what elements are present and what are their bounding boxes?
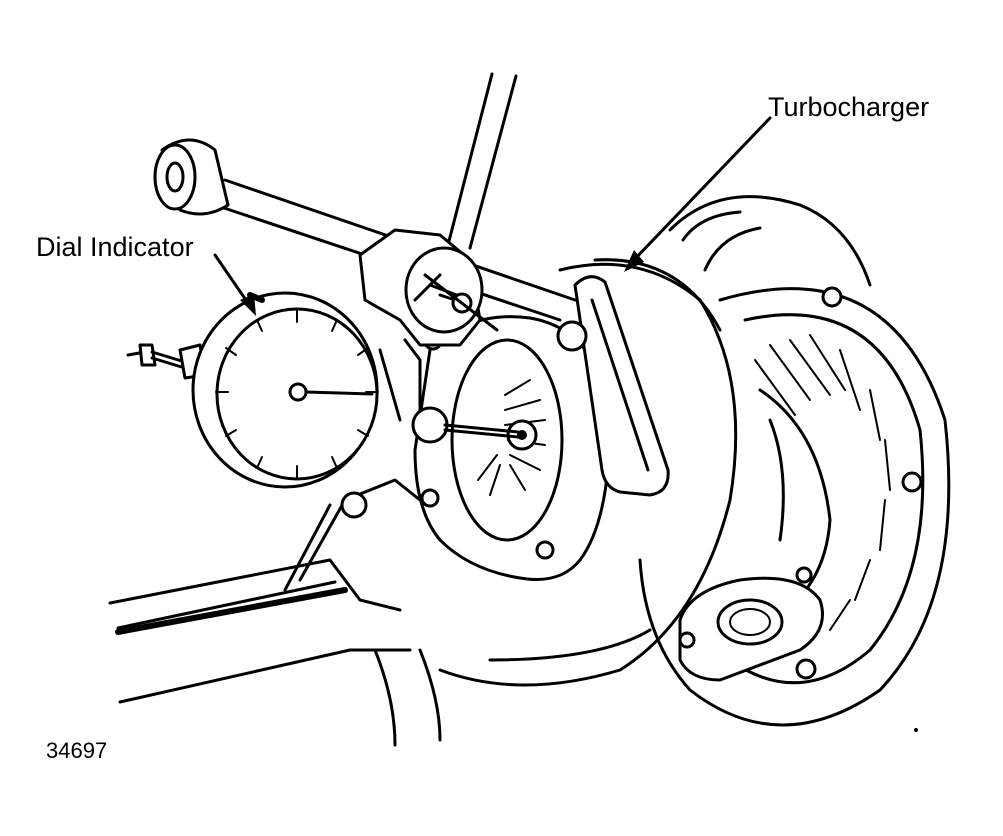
clamp-block	[358, 228, 520, 444]
turbocharger-label: Turbocharger	[768, 92, 930, 122]
label-leaders	[213, 116, 772, 316]
turbine-housing	[638, 195, 951, 727]
mounting-bracket	[108, 72, 518, 747]
speck-mark	[914, 728, 918, 732]
dial-indicator	[126, 291, 379, 489]
center-housing	[438, 258, 738, 687]
figure-number: 34697	[46, 738, 108, 763]
dial-indicator-label: Dial Indicator	[36, 232, 194, 262]
backplate	[413, 315, 612, 582]
wastegate-lever	[556, 275, 670, 497]
